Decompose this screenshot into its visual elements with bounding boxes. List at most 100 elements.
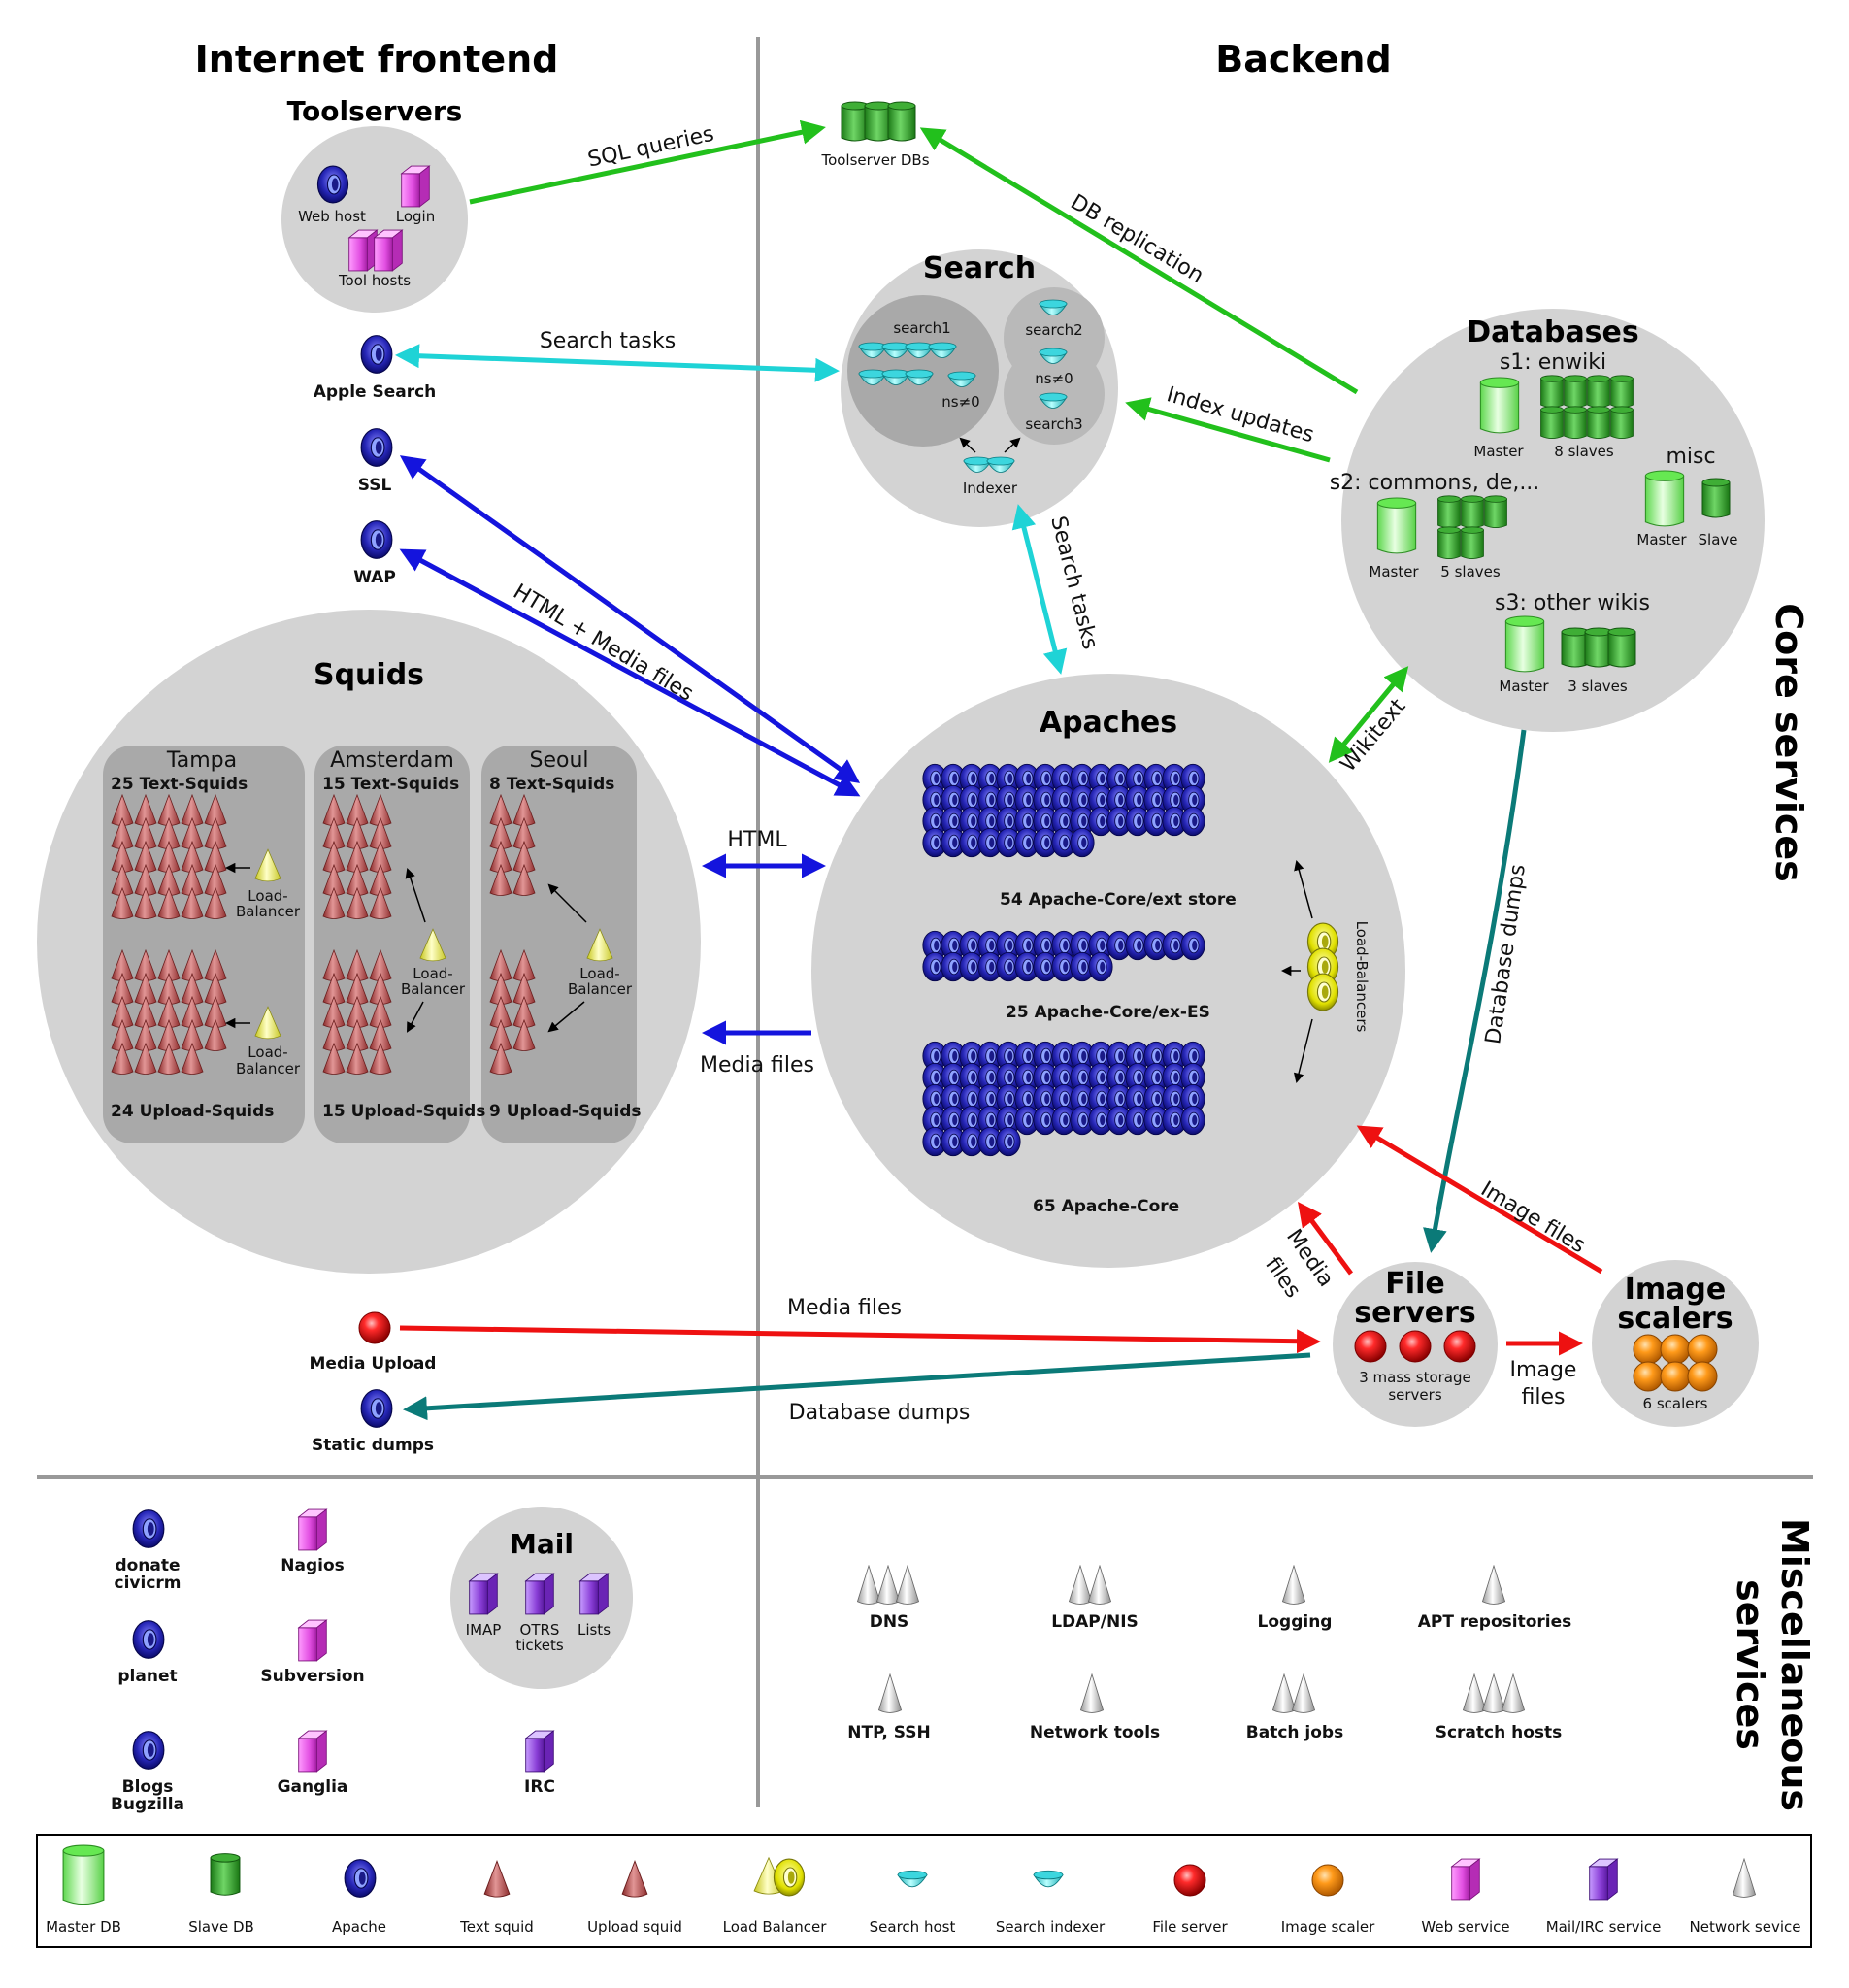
search-ns-label: ns≠0 (1035, 370, 1073, 387)
apache-icon (1180, 1105, 1205, 1136)
image-scalers-title-1: Image (1625, 1273, 1727, 1307)
donate-label-1: donate (115, 1556, 180, 1575)
otrs-label-1: OTRS (520, 1621, 560, 1639)
login-label: Login (396, 208, 435, 225)
backend-title: Backend (1215, 38, 1391, 81)
legend-label-image-scaler: Image scaler (1281, 1918, 1375, 1936)
image-files-label-1: Image files (1476, 1177, 1589, 1259)
legend-slave-db-icon (210, 1853, 241, 1896)
apache-group-3-label: 65 Apache-Core (1033, 1197, 1179, 1216)
seoul-title: Seoul (529, 748, 588, 773)
apache-icon (1180, 806, 1205, 837)
apple-search-icon (360, 335, 393, 374)
irc-icon (525, 1730, 554, 1773)
media-upload-icon (358, 1311, 391, 1344)
legend-mail-irc-icon (1589, 1858, 1618, 1901)
misc-db-label: misc (1666, 445, 1715, 469)
legend-label-upload-squid: Upload squid (587, 1918, 682, 1936)
ssl-label: SSL (358, 476, 392, 495)
db-replication-label: DB replication (1066, 190, 1207, 288)
blogs-label-1: Blogs (122, 1777, 174, 1797)
image-scaler-icon-3 (1687, 1334, 1718, 1365)
image-scaler-icon-4 (1633, 1361, 1664, 1392)
misc-slave-icon (1701, 478, 1731, 518)
misc-services-title-2: services (1729, 1579, 1771, 1750)
s2-master-icon (1376, 497, 1417, 554)
apple-search-label: Apple Search (314, 382, 437, 402)
misc-master-label: Master (1636, 531, 1687, 548)
ldap-label: LDAP/NIS (1051, 1612, 1139, 1632)
image-scalers-title-2: scalers (1617, 1302, 1733, 1336)
s3-slaves-label: 3 slaves (1568, 678, 1628, 695)
s2-slave-3 (1484, 495, 1507, 529)
legend-label-search-host: Search host (870, 1918, 956, 1936)
legend-label-mail-irc: Mail/IRC service (1546, 1918, 1662, 1936)
login-icon (401, 165, 430, 208)
legend-label-web-service: Web service (1421, 1918, 1509, 1936)
apache-icon (1088, 951, 1113, 982)
dns-icon-2 (876, 1565, 900, 1605)
subversion-label: Subversion (260, 1667, 364, 1686)
legend-label-load-balancer: Load Balancer (723, 1918, 828, 1936)
search-tasks-arrow-1 (395, 344, 840, 382)
wap-html-arrow (399, 548, 861, 797)
s1-label: s1: enwiki (1500, 350, 1606, 375)
image-scaler-icon-5 (1660, 1361, 1691, 1392)
web-host-label: Web host (298, 208, 366, 225)
image-files-label-2b: files (1522, 1385, 1566, 1409)
s2-slave-4 (1437, 526, 1461, 560)
frontend-title: Internet frontend (195, 38, 559, 81)
search1-ns-label: ns≠0 (941, 393, 979, 411)
database-dumps-label-2: Database dumps (789, 1401, 971, 1425)
network-tools-icon (1080, 1673, 1104, 1713)
toolservers-title: Toolservers (287, 95, 463, 127)
legend-file-server-icon (1173, 1864, 1206, 1897)
web-host-icon (316, 165, 349, 204)
s1-slave-4 (1610, 375, 1634, 409)
subversion-icon (298, 1619, 327, 1662)
s1-slave-1 (1540, 375, 1564, 409)
apache-icon (996, 1126, 1021, 1157)
apache-lb-label: Load-Balancers (1353, 921, 1370, 1033)
search-title: Search (923, 251, 1036, 285)
s3-slave-3 (1607, 627, 1636, 668)
seoul-lb-arrow-up (547, 883, 587, 923)
apache-icon (1180, 930, 1205, 961)
s1-master-label: Master (1473, 443, 1524, 460)
ntp-icon (878, 1673, 902, 1713)
indexer-label: Indexer (963, 480, 1018, 497)
legend-master-db-icon (62, 1844, 105, 1905)
file-server-icon-2 (1399, 1330, 1432, 1363)
search-group: Search search1 ns≠0 search2 ns≠0 search3… (841, 249, 1118, 527)
apache-group-1-label: 54 Apache-Core/ext store (1000, 890, 1237, 910)
misc-master-icon (1644, 470, 1685, 527)
s1-slave-8 (1610, 406, 1634, 440)
legend-label-file-server: File server (1152, 1918, 1228, 1936)
seoul-upload-squids: 9 Upload-Squids (489, 1102, 642, 1121)
ldap-icon-2 (1088, 1565, 1111, 1605)
batch-jobs-icon-1 (1272, 1673, 1296, 1713)
ganglia-icon (298, 1730, 327, 1773)
squids-group: Squids Tampa 25 Text-Squids 24 Upload-Sq… (37, 610, 701, 1274)
lists-icon (579, 1573, 609, 1615)
toolservers-group: Toolservers Web host Login Tool hosts (281, 95, 468, 313)
s2-slaves-label: 5 slaves (1440, 563, 1501, 580)
tool-hosts-label: Tool hosts (338, 272, 411, 289)
squids-title: Squids (314, 658, 424, 692)
tampa-lb-1-label-1: Load- (248, 887, 287, 905)
legend-label-network-service: Network sevice (1690, 1918, 1801, 1936)
apaches-group: Apaches 54 Apache-Core/ext store 25 Apac… (811, 674, 1405, 1268)
logging-icon (1282, 1565, 1305, 1605)
file-servers-caption-1: 3 mass storage (1359, 1369, 1471, 1386)
mail-title: Mail (510, 1528, 574, 1560)
logging-label: Logging (1258, 1612, 1333, 1632)
indexer-arrow-left (959, 437, 976, 453)
ldap-icon-1 (1069, 1565, 1092, 1605)
apache-lb-arrow-down (1293, 1018, 1313, 1084)
ganglia-label: Ganglia (278, 1777, 348, 1797)
dns-label: DNS (870, 1612, 909, 1632)
misc-slave-label: Slave (1699, 531, 1738, 548)
indexer-arrow-right (1004, 437, 1021, 453)
scratch-hosts-icon-1 (1463, 1673, 1486, 1713)
amsterdam-lb-arrow-up (405, 868, 426, 923)
